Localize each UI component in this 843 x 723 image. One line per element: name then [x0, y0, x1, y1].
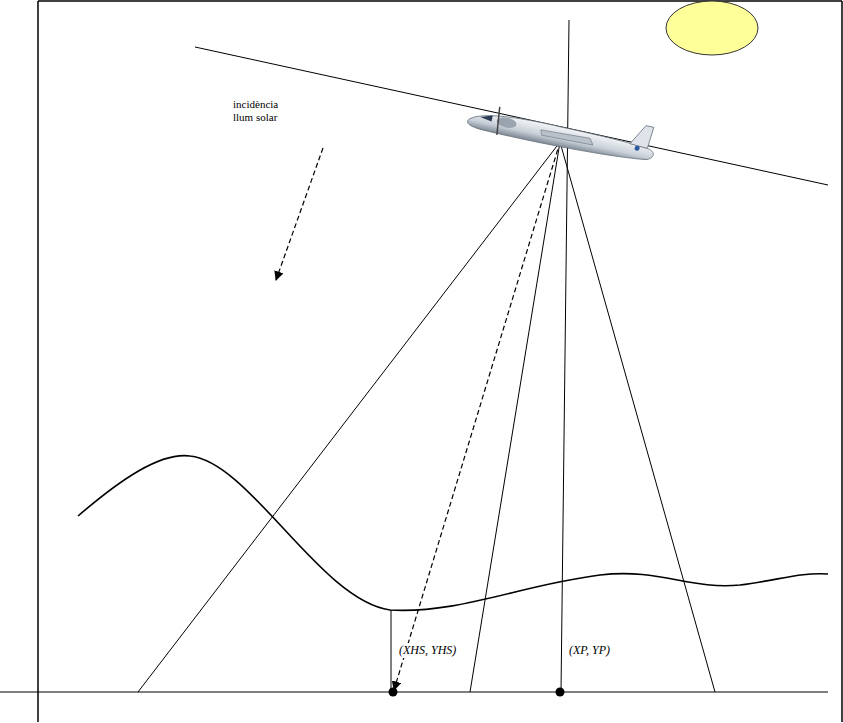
frame-right — [841, 1, 843, 722]
attitude-line — [195, 47, 828, 185]
terrain-profile — [78, 456, 828, 611]
nadir-point — [556, 688, 565, 697]
view-ray — [560, 142, 715, 692]
hotspot-drop — [391, 610, 392, 692]
nadir-line — [561, 20, 569, 692]
hotspot-ray — [394, 142, 560, 690]
coordinate-label: (XHS, YHS) — [398, 643, 457, 658]
aircraft — [466, 89, 659, 167]
ground-line — [0, 692, 828, 693]
frame-left — [37, 1, 39, 722]
view-ray — [470, 142, 560, 692]
sun-incidence-arrow — [276, 148, 323, 280]
annotation-text: incidència llum solar — [233, 98, 297, 124]
hotspot-point — [389, 688, 398, 697]
view-ray — [138, 142, 560, 692]
sun — [666, 1, 758, 55]
coordinate-label: (XP, YP) — [568, 643, 611, 658]
